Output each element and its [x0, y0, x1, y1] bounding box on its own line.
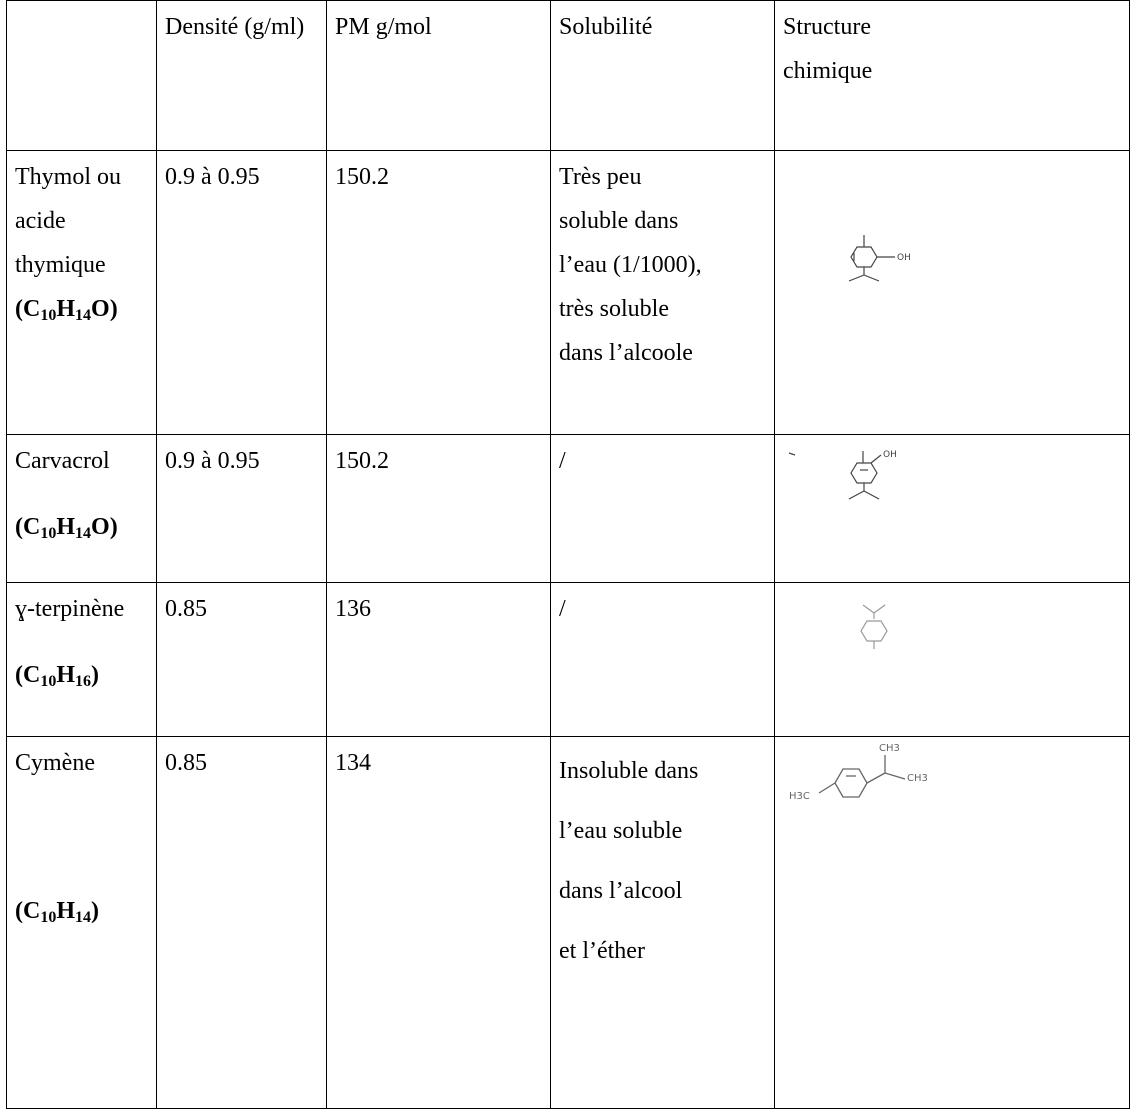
formula-sub: 14 — [75, 525, 92, 542]
compound-formula: (C10H14O) — [15, 296, 118, 324]
formula-part: O — [91, 514, 110, 540]
solubility-line: dans l’alcoole — [559, 340, 693, 366]
compound-name-cell: ɣ-terpinène (C10H16) — [6, 582, 157, 737]
pm-cell: 150.2 — [326, 150, 551, 435]
compound-name-cell: Carvacrol (C10H14O) — [6, 434, 157, 583]
formula-part: C — [23, 296, 41, 322]
density-cell: 0.9 à 0.95 — [156, 150, 327, 435]
header-cell-pm: PM g/mol — [326, 0, 551, 151]
structure-label: OH — [883, 450, 897, 460]
density-cell: 0.85 — [156, 736, 327, 1109]
terpinene-structure-icon — [849, 601, 899, 661]
compound-name-cell: Cymène (C10H14) — [6, 736, 157, 1109]
carvacrol-structure-icon: OH — [787, 441, 937, 511]
solubility-line: Très peu — [559, 164, 642, 190]
formula-part: H — [56, 898, 76, 924]
structure-label: H3C — [789, 791, 810, 802]
density-cell: 0.85 — [156, 582, 327, 737]
header-cell-solubility: Solubilité — [550, 0, 775, 151]
formula-sub: 10 — [40, 525, 57, 542]
solubility-line: très soluble — [559, 296, 669, 322]
formula-sub: 10 — [40, 909, 57, 926]
header-cell-density: Densité (g/ml) — [156, 0, 327, 151]
header-cell-structure: Structure chimique — [774, 0, 1130, 151]
compound-name: Thymol ou — [15, 164, 121, 190]
formula-sub: 14 — [75, 307, 92, 324]
solubility-line: l’eau (1/1000), — [559, 252, 702, 278]
structure-cell: OH — [774, 150, 1130, 435]
solubility-line: dans l’alcool — [559, 878, 683, 904]
solubility-line: Insoluble dans — [559, 758, 699, 784]
solubility-line: / — [559, 596, 566, 622]
compound-name: ɣ-terpinène — [15, 596, 125, 622]
solubility-line: et l’éther — [559, 938, 645, 964]
structure-cell: OH — [774, 434, 1130, 583]
compound-formula: (C10H14O) — [15, 514, 118, 542]
pm-cell: 150.2 — [326, 434, 551, 583]
pm-cell: 136 — [326, 582, 551, 737]
formula-part: O — [91, 296, 110, 322]
solubility-cell: Insoluble dans l’eau soluble dans l’alco… — [550, 736, 775, 1109]
header-structure-line: Structure — [783, 14, 871, 40]
formula-sub: 10 — [40, 673, 57, 690]
table-row: Thymol ou acide thymique (C10H14O) 0.9 à… — [6, 150, 1130, 435]
formula-sub: 10 — [40, 307, 57, 324]
formula-part: C — [23, 514, 41, 540]
solubility-cell: / — [550, 434, 775, 583]
compound-name: acide thymique — [15, 208, 106, 278]
formula-part: C — [23, 898, 41, 924]
structure-label: OH — [897, 253, 911, 263]
formula-sub: 16 — [75, 673, 92, 690]
compound-name-cell: Thymol ou acide thymique (C10H14O) — [6, 150, 157, 435]
table-row: Carvacrol (C10H14O) 0.9 à 0.95 150.2 / — [6, 434, 1130, 583]
compound-formula: (C10H16) — [15, 662, 100, 690]
compound-formula: (C10H14) — [15, 898, 100, 926]
density-cell: 0.9 à 0.95 — [156, 434, 327, 583]
solubility-cell: Très peu soluble dans l’eau (1/1000), tr… — [550, 150, 775, 435]
solubility-line: l’eau soluble — [559, 818, 683, 844]
header-row: Densité (g/ml) PM g/mol Solubilité Struc… — [6, 0, 1130, 151]
structure-cell — [774, 582, 1130, 737]
solubility-line: soluble dans — [559, 208, 679, 234]
structure-cell: CH3 CH3 H3C — [774, 736, 1130, 1109]
formula-part: H — [56, 662, 76, 688]
thymol-structure-icon: OH — [837, 229, 937, 289]
pm-cell: 134 — [326, 736, 551, 1109]
structure-label: CH3 — [907, 773, 928, 784]
formula-sub: 14 — [75, 909, 92, 926]
table-row: Cymène (C10H14) 0.85 134 Insoluble dans … — [6, 736, 1130, 1109]
formula-part: H — [56, 514, 76, 540]
header-cell-empty — [6, 0, 157, 151]
compound-name: Carvacrol — [15, 448, 110, 474]
compound-name: Cymène — [15, 750, 95, 776]
formula-part: C — [23, 662, 41, 688]
cymene-structure-icon: CH3 CH3 H3C — [781, 739, 961, 819]
properties-table: Densité (g/ml) PM g/mol Solubilité Struc… — [6, 0, 1130, 1109]
structure-label: CH3 — [879, 743, 900, 754]
solubility-line: / — [559, 448, 566, 474]
table-row: ɣ-terpinène (C10H16) 0.85 136 / — [6, 582, 1130, 737]
header-structure-line: chimique — [783, 58, 873, 84]
solubility-cell: / — [550, 582, 775, 737]
formula-part: H — [56, 296, 76, 322]
